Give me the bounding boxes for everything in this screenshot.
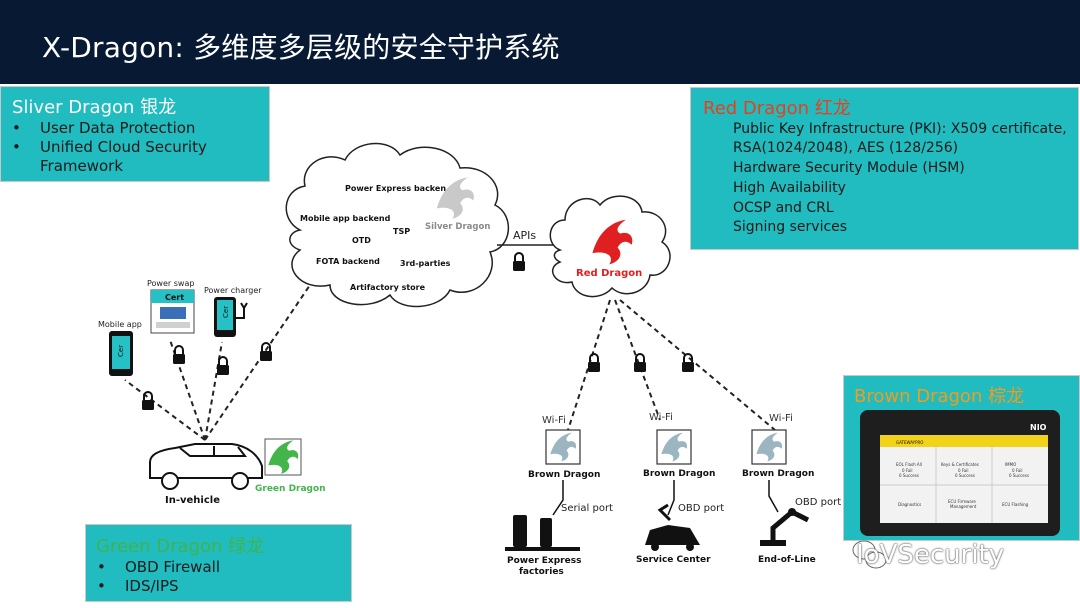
- title-bar: X-Dragon: 多维度多层级的安全守护系统: [0, 0, 1080, 84]
- apis-lock-icon: [512, 252, 526, 272]
- red-item-2: RSA(1024/2048), AES (128/256): [733, 140, 959, 156]
- tablet-cell-5-line1: ECU Firmware: [948, 499, 976, 504]
- tablet-cell-3-fail: 0 Fail: [1012, 468, 1022, 473]
- endpoint-power-express-1: Power Express: [507, 556, 581, 566]
- page-title: X-Dragon: 多维度多层级的安全守护系统: [42, 31, 560, 64]
- robot-arm-icon: [760, 508, 810, 546]
- sliver-bullet-1: •User Data Protection: [12, 119, 196, 137]
- obd-port-label-2: OBD port: [795, 497, 841, 508]
- cloud-label-silver-dragon: Silver Dragon: [425, 222, 490, 232]
- mobile-cer-label: Cer: [117, 345, 125, 357]
- green-dragon-logo-icon: [264, 438, 302, 476]
- red-item-3: Hardware Security Module (HSM): [733, 160, 965, 176]
- tablet-cell-3-success: 0 Success: [1009, 473, 1029, 478]
- car-icon: [149, 443, 263, 490]
- lock-down-2-icon: [633, 353, 647, 373]
- tablet-cell-2-success: 0 Success: [955, 473, 975, 478]
- tablet-cell-2-fail: 0 Fail: [958, 468, 968, 473]
- green-dragon-box: Green Dragon 绿龙 •OBD Firewall •IDS/IPS: [85, 524, 352, 602]
- red-item-6: Signing services: [733, 219, 848, 235]
- wechat-watermark-icon: [852, 540, 887, 569]
- diagnostic-tablet: [860, 410, 1060, 536]
- green-bullet-2: •IDS/IPS: [97, 577, 179, 595]
- tablet-cell-6-title: ECU Flashing: [1002, 502, 1029, 507]
- red-dragon-box: Red Dragon 红龙 Public Key Infrastructure …: [690, 87, 1079, 250]
- endpoint-service-center: Service Center: [636, 555, 711, 565]
- cloud-label-artifactory: Artifactory store: [350, 283, 426, 292]
- charging-station-icon: [505, 515, 580, 551]
- obd-port-label-1: OBD port: [678, 503, 724, 514]
- wifi-label-1: Wi-Fi: [542, 415, 566, 426]
- tablet-cell-5-line2: Management: [950, 504, 977, 509]
- brown-dragon-title: Brown Dragon 棕龙: [854, 386, 1025, 407]
- brown-node-label-1: Brown Dragon: [528, 470, 600, 480]
- tablet-cell-1-title: EOL Flash All: [896, 462, 922, 467]
- endpoint-power-express-2: factories: [519, 567, 564, 577]
- service-car-icon: [645, 503, 700, 551]
- cloud-label-fota: FOTA backend: [316, 257, 380, 266]
- vehicle-label: In-vehicle: [165, 495, 220, 506]
- red-cloud-label: Red Dragon: [576, 268, 642, 279]
- cloud-label-3rd: 3rd-parties: [400, 259, 451, 268]
- power-swap-label: Power swap: [147, 279, 194, 288]
- green-dragon-label: Green Dragon: [255, 484, 326, 494]
- cloud-label-power-express: Power Express backen: [345, 184, 446, 193]
- lock-charger-icon: [216, 356, 230, 376]
- red-dragon-downlinks: [567, 299, 776, 431]
- tablet-cell-1-success: 0 Success: [899, 473, 919, 478]
- port-connectors: [552, 480, 779, 516]
- sliver-dragon-box: Sliver Dragon 银龙 •User Data Protection •…: [0, 86, 270, 182]
- red-item-5: OCSP and CRL: [733, 200, 834, 216]
- apis-label: APIs: [513, 229, 536, 242]
- lock-down-3-icon: [681, 353, 695, 373]
- red-item-4: High Availability: [733, 180, 846, 196]
- cloud-label-tsp: TSP: [393, 227, 410, 236]
- mobile-app-label: Mobile app: [98, 320, 142, 329]
- red-item-1: Public Key Infrastructure (PKI): X509 ce…: [733, 121, 1067, 137]
- green-bullet-1: •OBD Firewall: [97, 558, 220, 576]
- charger-cer-label: Cer: [222, 306, 230, 318]
- mobile-phone-icon: [109, 331, 133, 376]
- brown-node-3: Wi-Fi Brown Dragon: [742, 413, 814, 479]
- wifi-label-3: Wi-Fi: [769, 413, 793, 424]
- sliver-bullet-2: •Unified Cloud Security Framework: [12, 138, 207, 175]
- tablet-cell-2-title: Keys & Certificates: [941, 462, 979, 467]
- tablet-cells: EOL Flash All 0 Fail 0 Success Keys & Ce…: [896, 462, 1029, 509]
- brown-node-label-3: Brown Dragon: [742, 469, 814, 479]
- tablet-brand: NIO: [1030, 423, 1047, 432]
- lock-swap-icon: [172, 345, 186, 365]
- lock-cloud-icon: [259, 342, 273, 362]
- brown-node-label-2: Brown Dragon: [643, 469, 715, 479]
- sliver-dragon-title: Sliver Dragon 银龙: [12, 97, 177, 118]
- power-swap-cert-label: Cert: [165, 293, 184, 302]
- serial-port-label: Serial port: [561, 503, 613, 514]
- tablet-cell-4-title: Diagnostics: [898, 502, 921, 507]
- lock-down-1-icon: [587, 353, 601, 373]
- tablet-header: GATEWAYPRO: [896, 440, 923, 445]
- brown-node-1: Wi-Fi Brown Dragon: [528, 415, 600, 480]
- green-dragon-title: Green Dragon 绿龙: [96, 536, 265, 557]
- power-swap-icon: [150, 289, 195, 334]
- cloud-label-mobile-backend: Mobile app backend: [300, 214, 391, 223]
- wifi-label-2: Wi-Fi: [649, 412, 673, 423]
- tablet-cell-1-fail: 0 Fail: [902, 468, 912, 473]
- tablet-cell-3-title: IMMO: [1005, 462, 1016, 467]
- watermark-text: IoVSecurity: [856, 540, 1005, 570]
- power-charger-icon: [214, 297, 248, 337]
- cloud-label-otd: OTD: [352, 236, 371, 245]
- brown-node-2: Wi-Fi Brown Dragon: [643, 412, 715, 479]
- lock-mobile-icon: [141, 391, 155, 411]
- red-dragon-title: Red Dragon 红龙: [703, 98, 851, 119]
- power-charger-label: Power charger: [204, 286, 262, 295]
- endpoint-end-of-line: End-of-Line: [758, 555, 816, 565]
